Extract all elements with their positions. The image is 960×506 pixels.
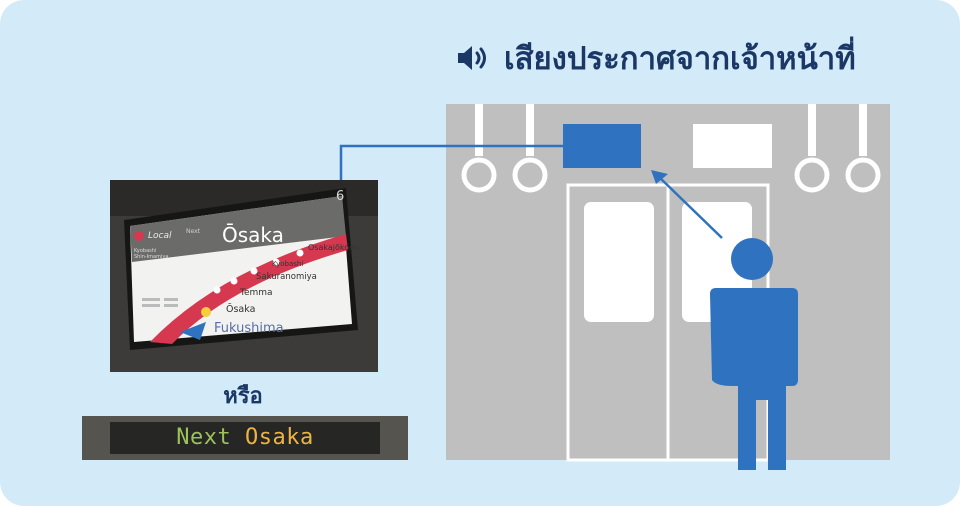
led-word-station: Osaka <box>245 425 314 450</box>
station-label: Kyobashi <box>272 260 303 268</box>
passenger-figure <box>710 238 798 470</box>
led-display: Next Osaka <box>82 416 408 460</box>
page-title: เสียงประกาศจากเจ้าหน้าที่ <box>456 36 856 80</box>
gaze-arrow <box>651 170 723 239</box>
door-window <box>584 202 654 322</box>
page-title-text: เสียงประกาศจากเจ้าหน้าที่ <box>504 41 856 77</box>
destination-label: Ōsaka <box>222 223 284 247</box>
connector-line <box>339 144 563 182</box>
car-number: 6 <box>336 189 344 204</box>
hand-strap <box>512 104 548 193</box>
station-label: Fukushima <box>214 321 284 336</box>
station-label: Osakajōkoen <box>308 243 359 252</box>
hand-strap <box>794 104 830 193</box>
hand-strap <box>845 104 881 193</box>
side-label: Kyobashi <box>134 248 156 254</box>
station-label: Temma <box>239 288 273 298</box>
highlighted-overhead-display <box>563 124 641 168</box>
side-label: Shin-Imamiya <box>134 254 168 260</box>
line-label: Local <box>148 231 172 241</box>
station-label: Ōsaka <box>226 304 255 315</box>
overhead-display <box>693 124 772 168</box>
led-display-text: Next Osaka <box>110 422 380 454</box>
or-label: หรือ <box>223 384 263 409</box>
led-display-screen: Next Osaka <box>110 422 380 454</box>
hand-strap <box>461 104 497 193</box>
next-label: Next <box>186 228 201 235</box>
route-line <box>150 234 348 344</box>
lcd-screen-photo: 6 Local Next Ōsaka Kyobashi Shin-Imamiya… <box>110 180 378 372</box>
station-label: Sakuranomiya <box>256 272 317 282</box>
speaker-icon <box>458 46 486 70</box>
led-word-next: Next <box>176 425 232 450</box>
